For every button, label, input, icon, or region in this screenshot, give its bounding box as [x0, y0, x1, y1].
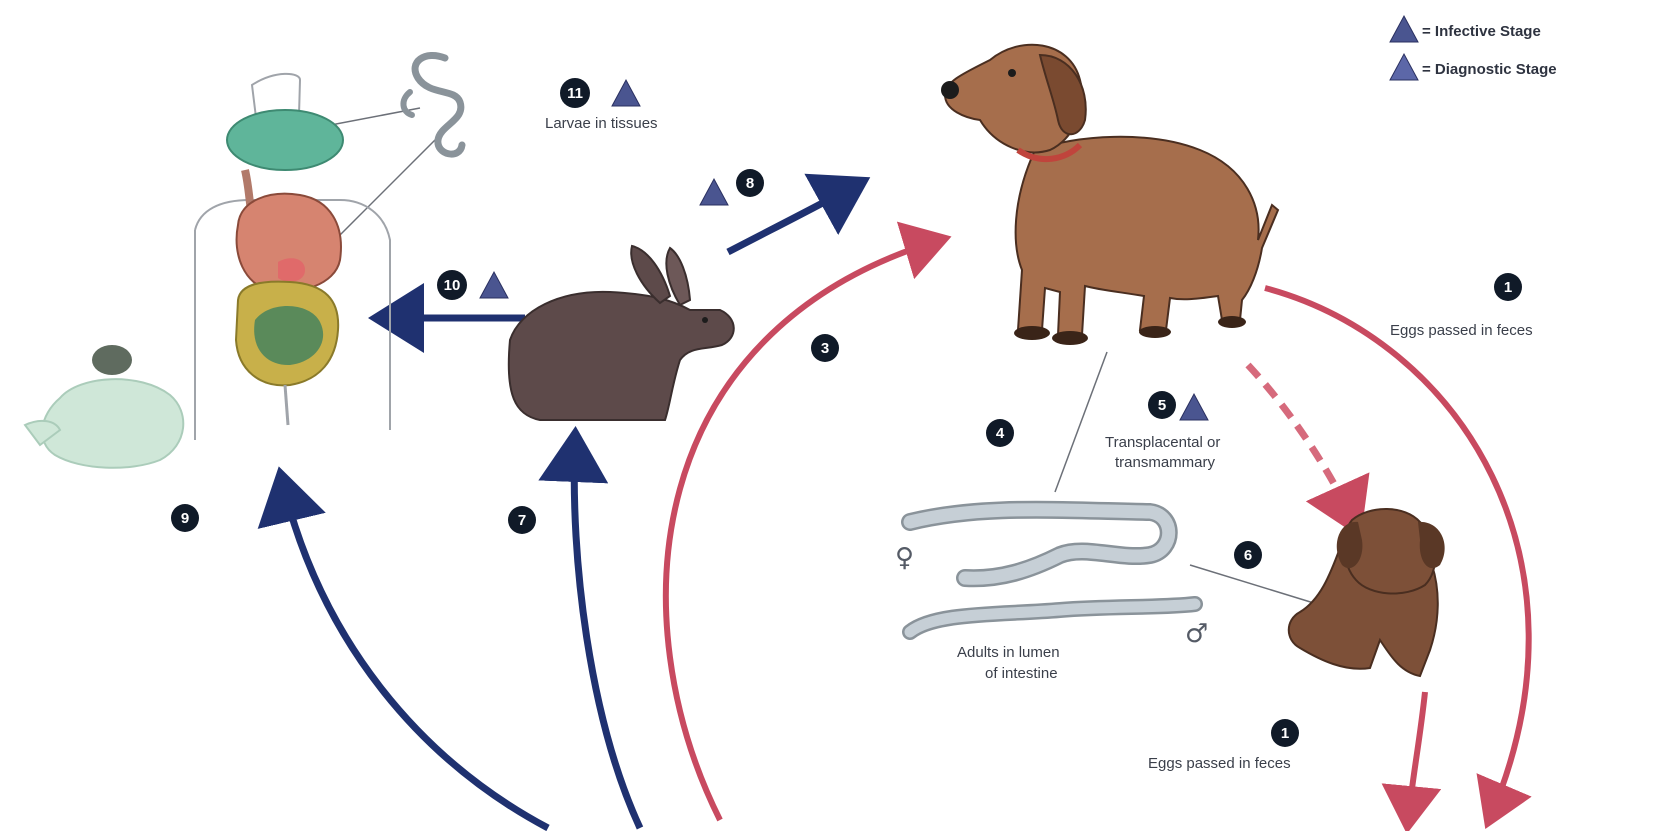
legend-infective-label: = Infective Stage — [1422, 23, 1541, 40]
infective-stage-icon — [1180, 394, 1208, 420]
step-badge-3: 3 — [811, 334, 839, 362]
label-transplacental: Transplacental or — [1105, 434, 1220, 451]
step-badge-7: 7 — [508, 506, 536, 534]
step-number: 6 — [1244, 547, 1252, 564]
step-badge-5: 5 — [1148, 391, 1208, 420]
male-symbol: ♂ — [1185, 619, 1208, 649]
step-number: 5 — [1158, 397, 1166, 414]
step-number: 10 — [444, 277, 461, 294]
adult-worms-illustration — [910, 510, 1195, 632]
label-transmammary: transmammary — [1115, 454, 1216, 471]
label-of-intestine: of intestine — [985, 665, 1058, 682]
child-illustration — [25, 345, 183, 468]
label-adults-lumen: Adults in lumen — [957, 644, 1060, 661]
step-badge-9: 9 — [171, 504, 199, 532]
infective-stage-icon — [612, 80, 640, 106]
infective-stage-legend-icon — [1390, 16, 1418, 42]
label-larvae-in-tissues: Larvae in tissues — [545, 115, 658, 132]
step-badge-6: 6 — [1234, 541, 1262, 569]
step-badge-1-top: 1 — [1494, 273, 1522, 301]
adult-dog-illustration — [941, 45, 1278, 345]
label-eggs-passed-bottom: Eggs passed in feces — [1148, 755, 1291, 772]
step-badge-8: 8 — [700, 169, 764, 205]
step-number: 7 — [518, 512, 526, 529]
connector-worms-to-puppy — [1190, 565, 1330, 608]
step-number: 3 — [821, 340, 829, 357]
step-badge-1-bottom: 1 — [1271, 719, 1299, 747]
step-number: 1 — [1504, 279, 1512, 296]
step-number: 4 — [996, 425, 1005, 442]
arrow-dog-to-puppy-dashed — [1248, 365, 1355, 525]
human-organs-illustration — [195, 74, 390, 440]
female-symbol: ♀ — [895, 543, 914, 573]
step-badge-10: 10 — [437, 270, 508, 300]
infective-stage-icon — [480, 272, 508, 298]
arrow-puppy-to-feces — [1408, 692, 1425, 822]
step-badge-11: 11 — [560, 78, 640, 108]
step-number: 1 — [1281, 725, 1289, 742]
legend: = Infective Stage = Diagnostic Stage — [1390, 16, 1557, 80]
connector-dog-to-worms — [1055, 352, 1107, 492]
puppy-illustration — [1289, 509, 1445, 676]
infective-stage-icon — [700, 179, 728, 205]
arrow-eggs-to-human — [282, 480, 548, 828]
step-number: 9 — [181, 510, 189, 527]
legend-diagnostic-label: = Diagnostic Stage — [1422, 61, 1557, 78]
step-number: 11 — [567, 85, 583, 102]
arrow-eggs-to-rabbit — [574, 440, 640, 828]
connector-gut-to-larva — [340, 135, 440, 235]
diagnostic-stage-legend-icon — [1390, 54, 1418, 80]
step-badge-4: 4 — [986, 419, 1014, 447]
label-eggs-passed-top: Eggs passed in feces — [1390, 322, 1533, 339]
rabbit-illustration — [509, 246, 734, 420]
step-number: 8 — [746, 175, 754, 192]
larvae-illustration — [403, 55, 462, 154]
